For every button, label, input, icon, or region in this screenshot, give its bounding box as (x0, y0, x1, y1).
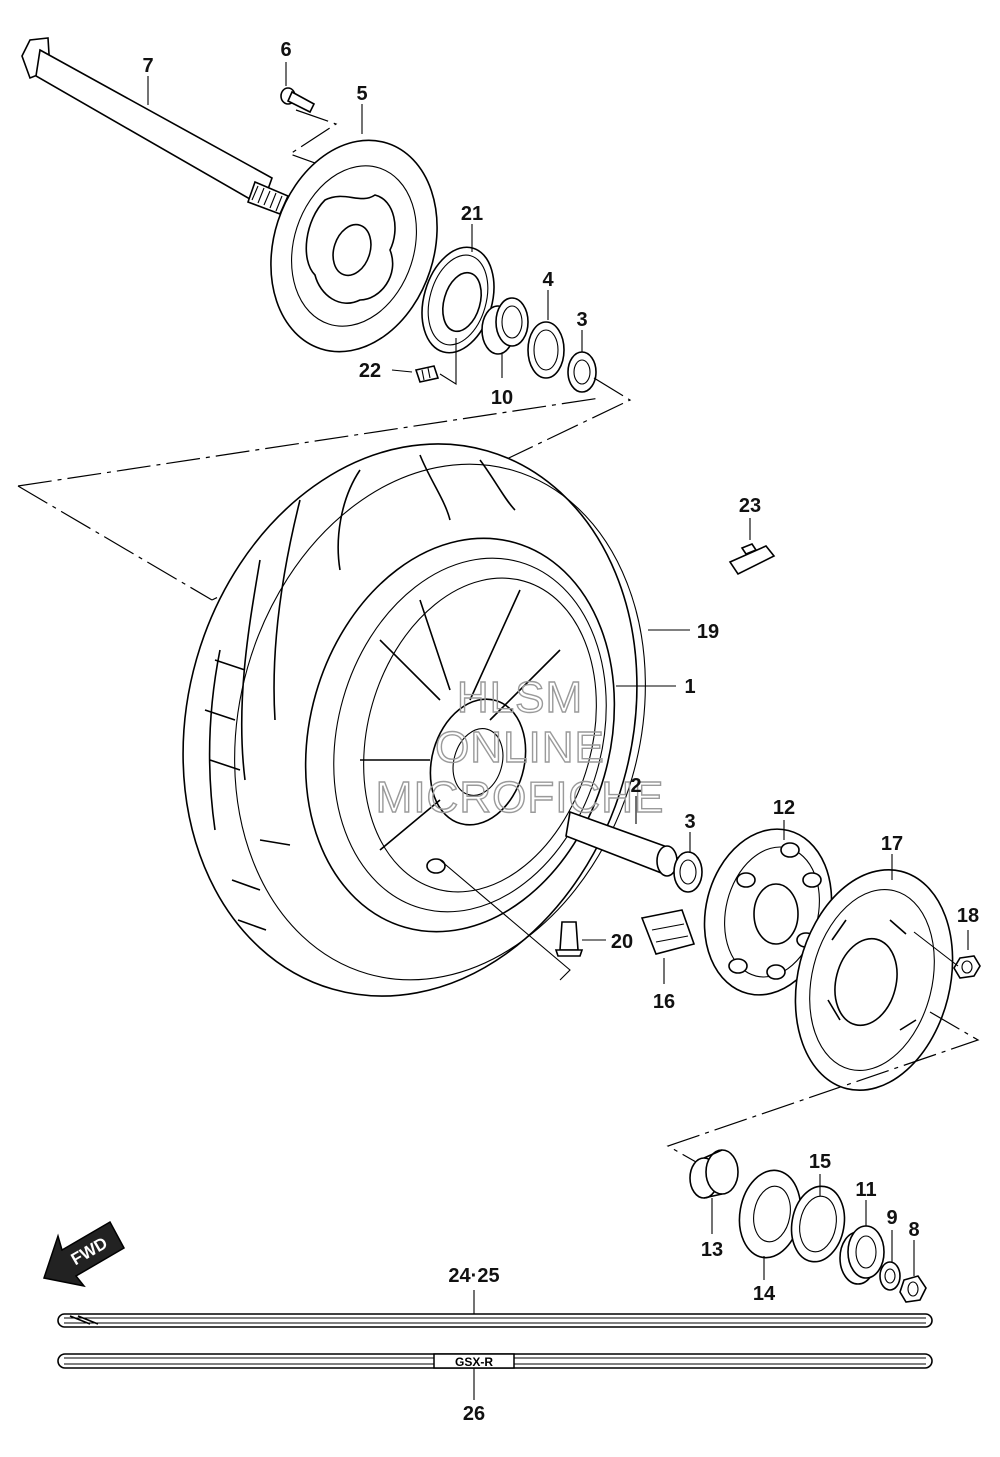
bolt-part-22[interactable] (414, 365, 440, 383)
label-part-22[interactable]: 22 (359, 360, 381, 382)
fwd-arrow-icon: FWD (43, 1220, 126, 1288)
label-part-12[interactable]: 12 (773, 797, 795, 819)
label-part-3-lower[interactable]: 3 (684, 811, 695, 833)
label-part-5[interactable]: 5 (356, 83, 367, 105)
collar-part-10[interactable] (481, 297, 529, 355)
label-part-13[interactable]: 13 (701, 1239, 723, 1261)
label-part-23[interactable]: 23 (739, 495, 761, 517)
axle-part-7[interactable] (21, 37, 290, 216)
label-part-7[interactable]: 7 (142, 55, 153, 77)
nut-part-18[interactable] (953, 955, 981, 979)
balance-weight-part-23[interactable] (728, 543, 776, 576)
bearing-part-3-upper[interactable] (567, 351, 597, 393)
rim-stripe-part-24-25[interactable] (57, 1313, 933, 1328)
cushion-part-16[interactable] (640, 909, 696, 955)
label-part-17[interactable]: 17 (881, 833, 903, 855)
label-part-6[interactable]: 6 (280, 39, 291, 61)
bolt-part-6[interactable] (280, 87, 316, 114)
collar-part-11[interactable] (839, 1225, 885, 1285)
label-part-18[interactable]: 18 (957, 905, 979, 927)
label-part-21[interactable]: 21 (461, 203, 483, 225)
label-part-16[interactable]: 16 (653, 991, 675, 1013)
label-part-4[interactable]: 4 (542, 269, 554, 291)
label-part-8[interactable]: 8 (908, 1219, 919, 1241)
watermark-line-1: HLSM (457, 673, 583, 722)
label-part-19[interactable]: 19 (697, 621, 719, 643)
sprocket-part-17[interactable] (773, 853, 975, 1107)
wheel-rim-part-1[interactable] (261, 501, 660, 968)
oil-seal-part-15[interactable] (786, 1182, 850, 1266)
label-part-10[interactable]: 10 (491, 387, 513, 409)
label-part-2[interactable]: 2 (630, 775, 641, 797)
label-part-3-upper[interactable]: 3 (576, 309, 587, 331)
washer-part-9[interactable] (879, 1261, 901, 1291)
valve-part-20[interactable] (554, 921, 584, 957)
watermark-line-2: ONLINE (435, 723, 605, 772)
part-labels: 7 6 5 21 4 3 22 10 23 19 1 2 3 12 17 18 … (142, 39, 979, 1425)
watermark: HLSM ONLINE MICROFICHE (375, 672, 665, 822)
label-part-26[interactable]: 26 (463, 1403, 485, 1425)
nut-part-8[interactable] (899, 1275, 927, 1303)
collar-part-13[interactable] (689, 1149, 739, 1199)
bearing-part-3-lower[interactable] (673, 851, 703, 893)
label-part-14[interactable]: 14 (753, 1283, 776, 1305)
label-part-20[interactable]: 20 (611, 931, 633, 953)
label-part-15[interactable]: 15 (809, 1151, 831, 1173)
rim-stripe-part-26[interactable]: GSX-R (57, 1353, 933, 1369)
label-part-1[interactable]: 1 (684, 676, 695, 698)
label-part-9[interactable]: 9 (886, 1207, 897, 1229)
label-part-24-25[interactable]: 24·25 (448, 1265, 499, 1287)
watermark-line-3: MICROFICHE (376, 773, 665, 822)
oil-seal-part-4[interactable] (527, 321, 565, 379)
stripe-logo-text: GSX-R (455, 1355, 493, 1369)
label-part-11[interactable]: 11 (855, 1179, 876, 1201)
brake-disc-part-5[interactable] (245, 119, 464, 374)
